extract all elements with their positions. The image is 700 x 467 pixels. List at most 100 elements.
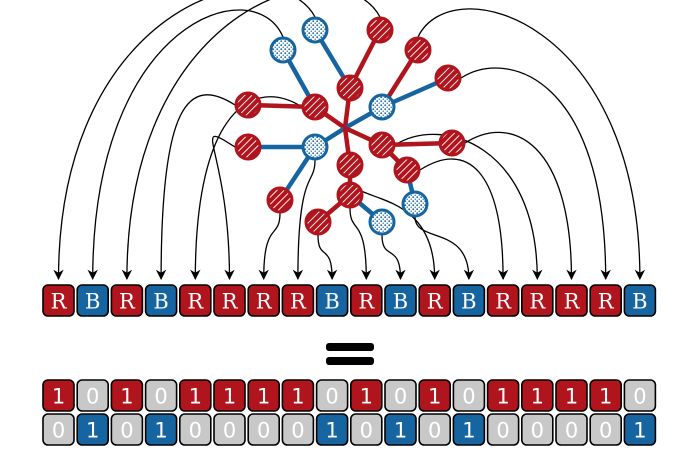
- bit-tile-blue: 0: [42, 413, 75, 446]
- sequence-tile: R: [418, 284, 452, 317]
- equals-bar-bottom: [326, 357, 374, 365]
- bit-tile-blue-bg: [144, 413, 178, 446]
- bit-tile-red-label: 1: [531, 385, 544, 409]
- bit-tile-blue: 1: [144, 413, 178, 446]
- bit-tile-red-label: 0: [462, 385, 475, 409]
- bit-tile-blue-label: 1: [394, 419, 407, 443]
- bit-tile-red-label: 1: [52, 385, 65, 409]
- bit-tile-blue-bg: [281, 413, 315, 446]
- bit-tile-red-bg: [144, 379, 178, 412]
- sequence-tile: B: [384, 284, 417, 317]
- bit-tile-red-label: 0: [633, 385, 646, 409]
- bit-tile-blue: 1: [452, 413, 486, 446]
- sequence-tile-label: R: [598, 290, 615, 314]
- bit-tile-red-bg: [555, 379, 588, 412]
- bit-tile-red: 0: [384, 379, 417, 412]
- mapping-arrow: [121, 0, 381, 281]
- bit-tile-red: 0: [315, 379, 349, 412]
- sequence-tile: B: [452, 284, 486, 317]
- sequence-tile-bg: [42, 284, 75, 317]
- sequence-tile: B: [623, 284, 657, 317]
- sequence-tile-label: R: [529, 290, 546, 314]
- mapping-arrow: [460, 67, 611, 281]
- blue-atom: [269, 36, 297, 64]
- sequence-tile-label: R: [358, 290, 375, 314]
- sequence-tile-label: R: [119, 290, 136, 314]
- bit-tile-blue: 0: [349, 413, 383, 446]
- bit-tile-blue-bg: [315, 413, 349, 446]
- bit-tile-red-bg: [452, 379, 486, 412]
- bit-tile-red-bg: [179, 379, 212, 412]
- bit-tile-red-label: 0: [154, 385, 167, 409]
- bit-tile-blue: 0: [110, 413, 144, 446]
- sequence-tile-label: R: [290, 290, 307, 314]
- bit-tile-blue-label: 0: [223, 419, 236, 443]
- bit-tile-red-label: 1: [257, 385, 270, 409]
- bit-tile-blue-label: 0: [189, 419, 202, 443]
- blue-atom: [401, 190, 429, 218]
- sequence-tile-bg: [179, 284, 212, 317]
- bit-tile-red: 1: [179, 379, 212, 412]
- arrows-layer: [53, 0, 646, 281]
- bit-tile-red-bg: [520, 379, 554, 412]
- bit-tile-blue-label: 0: [52, 419, 65, 443]
- mapping-arrow: [381, 234, 406, 281]
- mapping-arrow: [155, 94, 236, 281]
- sequence-tile: B: [144, 284, 178, 317]
- mapping-arrow: [417, 8, 646, 281]
- red-atom: [366, 16, 394, 44]
- sequence-tile-bg: [315, 284, 349, 317]
- bit-tile-blue-label: 0: [531, 419, 544, 443]
- bit-tile-red-label: 1: [428, 385, 441, 409]
- sequence-tile-bg: [589, 284, 623, 317]
- bit-tile-red-bg: [623, 379, 657, 412]
- bit-tile-red: 1: [418, 379, 452, 412]
- bit-tile-blue-bg: [349, 413, 383, 446]
- bit-tile-red: 1: [110, 379, 144, 412]
- sequence-tile: B: [76, 284, 109, 317]
- bit-tile-blue-bg: [452, 413, 486, 446]
- bit-tile-blue-label: 1: [325, 419, 338, 443]
- bit-tile-red-label: 0: [394, 385, 407, 409]
- bit-tile-blue-label: 0: [496, 419, 509, 443]
- bit-tile-red-label: 1: [496, 385, 509, 409]
- bit-tile-blue: 0: [555, 413, 588, 446]
- bit-tile-red: 0: [623, 379, 657, 412]
- red-atom: [234, 91, 262, 119]
- sequence-tile-bg: [555, 284, 588, 317]
- red-atom: [266, 186, 294, 214]
- red-atom: [438, 129, 466, 157]
- bit-tile-blue-bg: [247, 413, 280, 446]
- bit-tile-red: 1: [247, 379, 280, 412]
- bit-tile-blue-bg: [418, 413, 452, 446]
- sequence-tile: R: [179, 284, 212, 317]
- equals-sign: [326, 343, 374, 365]
- sequence-tile-bg: [418, 284, 452, 317]
- mapping-arrow: [464, 131, 577, 281]
- bit-tile-red: 1: [589, 379, 623, 412]
- sequence-tile-bg: [213, 284, 246, 317]
- bit-tile-blue: 1: [623, 413, 657, 446]
- bit-tile-blue-label: 0: [291, 419, 304, 443]
- sequence-tile-label: R: [187, 290, 204, 314]
- bit-tile-red: 0: [452, 379, 486, 412]
- bit-tile-red-label: 1: [360, 385, 373, 409]
- bit-tile-red-label: 1: [223, 385, 236, 409]
- mapping-arrow: [414, 216, 475, 281]
- mapping-arrow: [349, 207, 372, 281]
- sequence-tile: R: [555, 284, 588, 317]
- sequence-tile: R: [589, 284, 623, 317]
- sequence-tile-bg: [349, 284, 383, 317]
- sequence-tile-label: R: [222, 290, 239, 314]
- bit-tile-red: 1: [520, 379, 554, 412]
- sequence-tile-label: R: [256, 290, 273, 314]
- bit-tile-blue-bg: [76, 413, 109, 446]
- bit-tile-blue: 0: [179, 413, 212, 446]
- mapping-arrow: [87, 9, 284, 281]
- sequence-tile: R: [486, 284, 520, 317]
- bit-tile-blue-bg: [486, 413, 520, 446]
- bit-tile-blue: 0: [589, 413, 623, 446]
